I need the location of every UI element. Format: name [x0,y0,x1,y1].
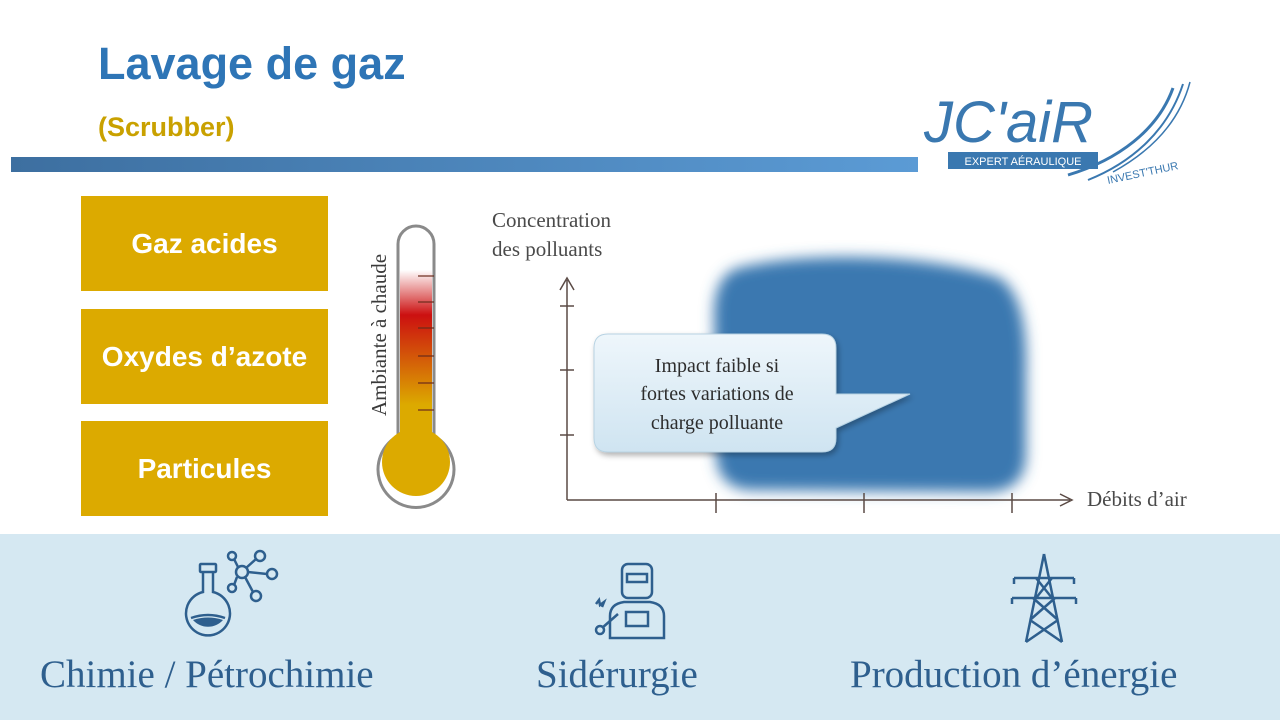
logo-tagline-text: EXPERT AÉRAULIQUE [965,155,1082,168]
pollutant-box-particules: Particules [81,421,328,516]
sector-label-chimie: Chimie / Pétrochimie [40,653,374,696]
callout-line2: fortes variations de [640,383,793,405]
thermometer-mercury [400,270,432,450]
callout-line1: Impact faible si [655,355,780,377]
y-axis-arrow [559,276,575,291]
flask-molecule-icon [184,549,279,637]
impact-callout [593,333,911,453]
x-axis-label: Débits d’air [1087,487,1187,511]
page-subtitle: (Scrubber) [98,112,235,142]
callout-line3: charge polluante [651,412,783,434]
pollutant-label: Gaz acides [131,227,278,259]
y-axis-label-line1: Concentration [492,208,611,232]
pollutant-box-oxydes-azote: Oxydes d’azote [81,309,328,404]
concentration-chart: Concentration des polluants Débits d’air… [492,208,1187,513]
thermometer-bulb [382,428,450,496]
sector-label-siderurgie: Sidérurgie [536,653,698,696]
sector-label-energie: Production d’énergie [850,653,1178,696]
pollutant-label: Oxydes d’azote [101,340,308,372]
x-axis-arrow [1059,493,1074,507]
welder-icon [594,562,666,640]
thermometer-graphic: Ambiante à chaude [367,224,456,509]
pollutant-box-gaz-acides: Gaz acides [81,196,328,291]
jcair-logo: JC'aiR EXPERT AÉRAULIQUE INVEST'THUR [923,81,1191,187]
header-divider-bar [11,157,918,172]
logo-brand-text: JC'aiR [923,90,1093,155]
thermometer-label: Ambiante à chaude [367,254,391,416]
logo-sub-text: INVEST'THUR [1106,160,1179,187]
page-title: Lavage de gaz [98,38,406,89]
power-pylon-icon [1010,553,1078,644]
pollutant-label: Particules [137,452,272,484]
y-axis-label-line2: des polluants [492,237,602,261]
